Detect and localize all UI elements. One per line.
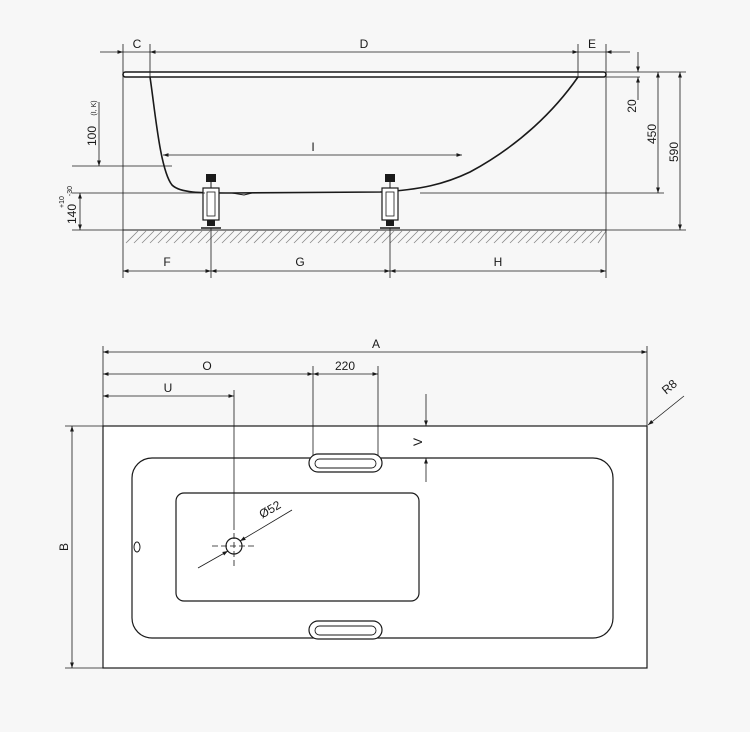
label-tol-minus: -30 bbox=[67, 186, 74, 196]
tub-rim bbox=[122, 71, 607, 78]
extension-lines bbox=[72, 44, 686, 278]
top-view: Ø52 A O 220 U V B bbox=[57, 337, 685, 669]
label-radius: R8 bbox=[659, 376, 680, 397]
label-100-note: (I, K) bbox=[91, 100, 98, 115]
handle-top bbox=[308, 453, 383, 473]
tub-outlet bbox=[231, 192, 253, 196]
label-d: D bbox=[360, 37, 369, 51]
label-220: 220 bbox=[335, 359, 355, 373]
tub-floor-area bbox=[175, 492, 420, 602]
label-v: V bbox=[411, 438, 425, 446]
label-100: 100 bbox=[85, 126, 99, 146]
label-c: C bbox=[133, 37, 142, 51]
label-20: 20 bbox=[625, 99, 639, 113]
floor-hatching bbox=[125, 230, 607, 244]
leg-left bbox=[201, 174, 221, 229]
label-tol-plus: +10 bbox=[59, 196, 66, 208]
label-e: E bbox=[588, 37, 596, 51]
label-590: 590 bbox=[667, 142, 681, 162]
label-u: U bbox=[164, 381, 173, 395]
label-450: 450 bbox=[645, 124, 659, 144]
label-g: G bbox=[295, 255, 304, 269]
label-i: I bbox=[311, 140, 314, 154]
label-140: 140 bbox=[65, 204, 79, 224]
handle-bottom bbox=[308, 620, 383, 640]
label-b: B bbox=[57, 543, 71, 551]
overflow-icon bbox=[133, 541, 141, 553]
label-a: A bbox=[372, 337, 380, 351]
label-h: H bbox=[494, 255, 503, 269]
label-f: F bbox=[163, 255, 170, 269]
leg-right bbox=[380, 174, 400, 229]
label-o: O bbox=[202, 359, 211, 373]
side-view: C D E I F G H 20 450 590 100 (I, K) 140 … bbox=[59, 37, 686, 278]
